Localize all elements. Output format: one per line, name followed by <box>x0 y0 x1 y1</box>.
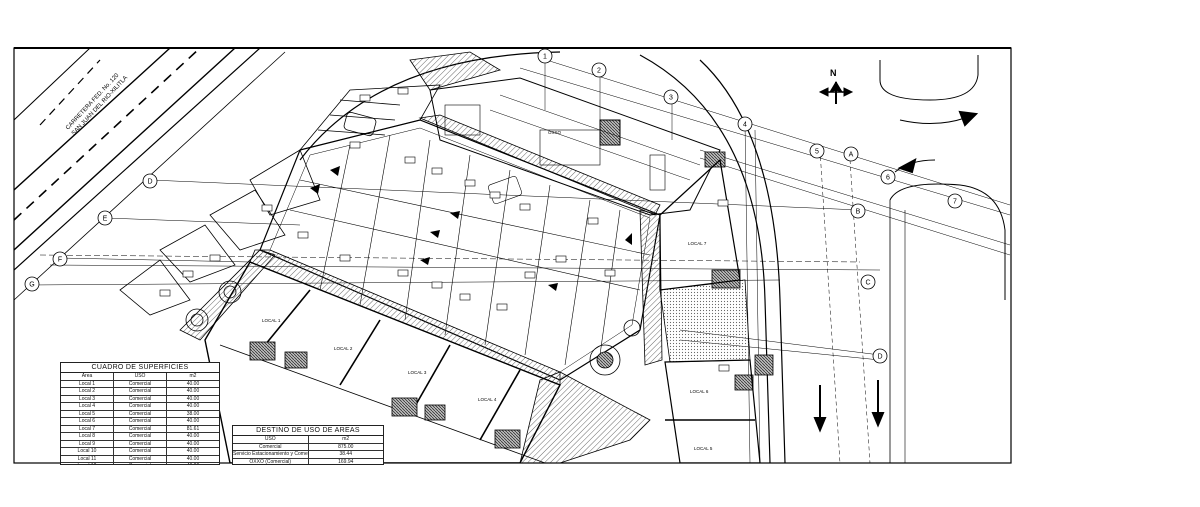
axis-4: 4 <box>743 122 747 129</box>
table-cell: 38.44 <box>339 451 352 457</box>
table-cell: Comercial <box>114 395 167 402</box>
axis-c: C <box>865 280 870 287</box>
table-row: Servicio Estacionamiento y Comercial 38.4… <box>233 451 383 459</box>
table-cell: 38.00 <box>186 410 200 417</box>
axis-7: 7 <box>953 199 957 206</box>
tree-symbols <box>185 280 641 376</box>
axis-6: 6 <box>886 175 890 182</box>
axis-3: 3 <box>669 95 673 102</box>
grid-axis-numbers: 1 2 3 4 5 6 7 <box>537 48 963 209</box>
table-cell: 169.94 <box>338 458 354 465</box>
axis-5: 5 <box>815 149 819 156</box>
north-arrow-icon <box>818 81 854 104</box>
destino-table: DESTINO DE USO DE AREAS USO m2 Comercial… <box>232 425 384 465</box>
table-cell: 40.00 <box>186 448 200 454</box>
local-2-label: LOCAL 2 <box>334 346 353 351</box>
oxxo-store <box>429 77 721 216</box>
table-cell: 40.00 <box>186 440 200 447</box>
local-3-label: LOCAL 3 <box>408 370 427 375</box>
axis-1: 1 <box>543 54 547 61</box>
table-cell: Servicio Estacionamiento y Comercial <box>233 451 309 458</box>
table-cell: 81.61 <box>186 425 200 432</box>
table-cell: Local 6 <box>61 418 114 425</box>
table-cell: Comercial <box>114 388 167 395</box>
axis-2: 2 <box>597 68 601 75</box>
table-cell: Local 3 <box>61 395 114 402</box>
local-1-label: LOCAL 1 <box>262 318 281 323</box>
destino-header: USO m2 <box>233 436 383 444</box>
locales-row <box>204 261 561 463</box>
table-cell: Comercial <box>114 433 167 440</box>
table-cell: Comercial <box>114 418 167 425</box>
table-cell: Local 1 <box>61 380 114 387</box>
table-cell: 40.00 <box>186 433 200 439</box>
table-cell: Local 2 <box>61 388 114 395</box>
oxxo-label: OXXO <box>548 130 562 135</box>
superficies-header: Area USO m2 <box>61 373 219 381</box>
local-6-label: LOCAL 6 <box>690 389 709 394</box>
axis-d: D <box>147 179 152 186</box>
local-7-label: LOCAL 7 <box>688 241 707 246</box>
table-cell: Local 4 <box>61 403 114 410</box>
table-cell: 40.00 <box>186 418 200 424</box>
table-cell: Local 5 <box>61 410 114 417</box>
table-cell: 40.00 <box>186 455 200 462</box>
road-arrows <box>813 110 979 433</box>
table-cell: Comercial <box>114 440 167 447</box>
table-row: OXXO (Comercial) 169.94 <box>233 458 383 465</box>
table-cell: Local 8 <box>61 433 114 440</box>
table-cell: Local 12 <box>61 463 114 464</box>
table-cell: Comercial <box>114 403 167 410</box>
table-cell: 40.00 <box>186 388 200 394</box>
destino-title: DESTINO DE USO DE AREAS <box>233 426 383 436</box>
table-cell: 40.00 <box>186 403 200 409</box>
table-cell: Comercial <box>233 443 309 450</box>
table-cell: 40.00 <box>167 463 219 464</box>
local-5-label: LOCAL 5 <box>694 446 713 451</box>
table-cell: Local 11 <box>61 455 114 462</box>
table-row: Comercial 875.00 <box>233 443 383 451</box>
axis-e: E <box>103 216 108 223</box>
north-label: N <box>830 68 837 78</box>
axis-a: A <box>849 152 854 159</box>
table-row: Local 12Comercial40.00 <box>61 463 219 464</box>
axis-g: G <box>29 282 34 289</box>
axis-f: F <box>58 257 62 264</box>
table-cell: 40.00 <box>186 380 200 387</box>
table-cell: 40.00 <box>186 395 200 402</box>
superficies-table: CUADRO DE SUPERFICIES Area USO m2 Local … <box>60 362 220 465</box>
table-cell: Local 7 <box>61 425 114 432</box>
grid-axis-letters: A B C D D E F G <box>24 146 888 364</box>
local-4-label: LOCAL 4 <box>478 397 497 402</box>
superficies-title: CUADRO DE SUPERFICIES <box>61 363 219 373</box>
axis-b: B <box>856 209 861 216</box>
table-cell: Comercial <box>114 410 167 417</box>
table-cell: Comercial <box>114 380 167 387</box>
table-cell: Local 10 <box>61 448 114 455</box>
table-cell: Comercial <box>114 448 167 455</box>
axis-d-right: D <box>877 354 882 361</box>
table-cell: OXXO (Comercial) <box>233 458 309 464</box>
table-cell: Comercial <box>114 455 167 462</box>
table-cell: Comercial <box>114 425 167 432</box>
table-cell: Comercial <box>114 463 167 464</box>
table-cell: Local 9 <box>61 440 114 447</box>
table-cell: 875.00 <box>338 443 354 450</box>
